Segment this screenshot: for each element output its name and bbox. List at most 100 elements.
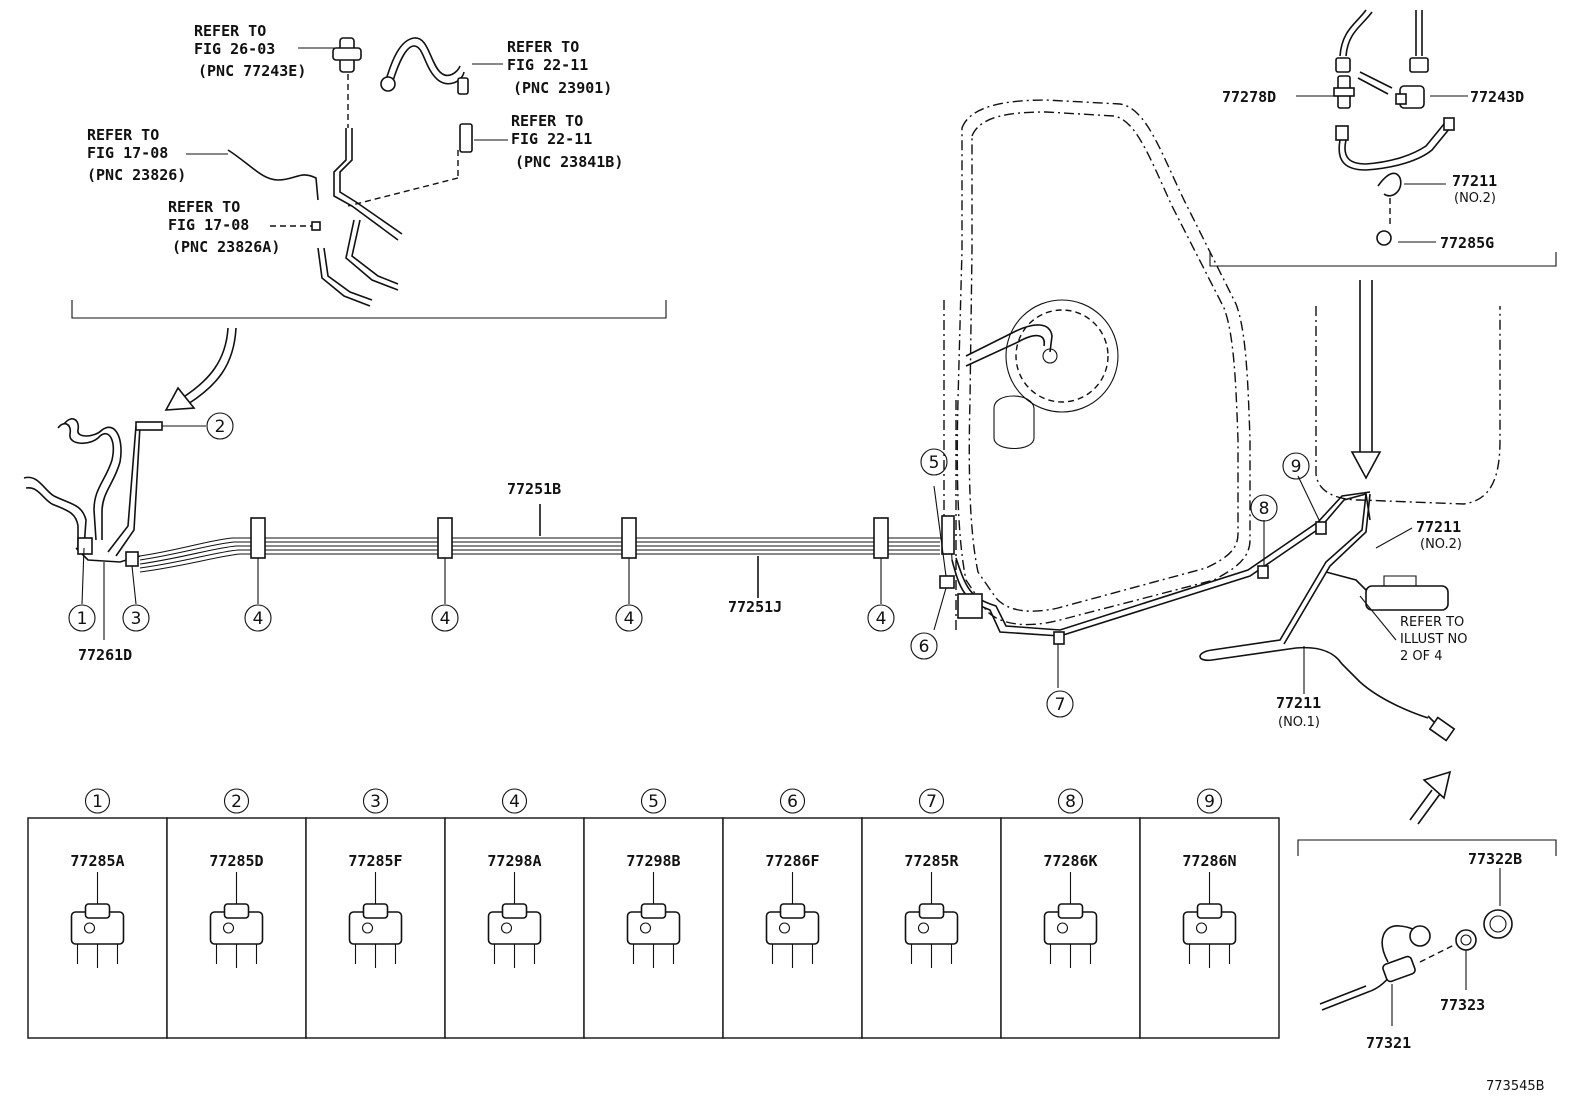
- inset-bracket: [1209, 252, 1557, 267]
- ref-22-11b-line1: REFER TO: [511, 112, 583, 130]
- clip-part-number: 77285R: [904, 852, 959, 870]
- clip-cell-7: 7 77285R: [861, 788, 1002, 1039]
- clip-cell-number: 5: [648, 792, 659, 812]
- valve-icon: [1365, 585, 1449, 611]
- callout-1-num: 1: [77, 609, 88, 629]
- callout-3: [122, 604, 150, 632]
- label-77285g: 77285G: [1440, 234, 1494, 252]
- clip-part-number: 77286K: [1043, 852, 1097, 870]
- ref-26-03-line2: FIG 26-03: [194, 40, 275, 58]
- ref-26-03-line1: REFER TO: [194, 22, 266, 40]
- label-77251j: 77251J: [728, 598, 782, 616]
- callout-2-num: 2: [215, 417, 226, 437]
- clip-cell-number: 4: [509, 792, 520, 812]
- label-77211-no2-sub: (NO.2): [1420, 537, 1462, 552]
- clip-cell-number: 2: [231, 792, 242, 812]
- clamp-block: [437, 517, 453, 559]
- sensor-icon: [1428, 716, 1456, 742]
- ref-17-08b-line1: REFER TO: [168, 198, 240, 216]
- clip-icon: [1376, 230, 1392, 246]
- clip-icon: [487, 903, 542, 968]
- clip-icon: [904, 903, 959, 968]
- label-77251b: 77251B: [507, 480, 561, 498]
- ref-22-11a-line2: FIG 22-11: [507, 56, 588, 74]
- diagram-callouts: 1 2 3 4 4 4 4 5 6 7 8 9: [68, 412, 1310, 718]
- ref-17-08b-line2: FIG 17-08: [168, 216, 249, 234]
- sensor-wire-icon: [1339, 9, 1367, 57]
- callout-2: [206, 412, 234, 440]
- figure-id: 773545B: [1486, 1079, 1545, 1094]
- callout-8: [1250, 494, 1278, 522]
- clip-parts-table: 177285A277285D377285F477298A577298B67728…: [27, 788, 1280, 1039]
- callout-6-num: 6: [919, 637, 930, 657]
- label-77278d: 77278D: [1222, 88, 1276, 106]
- clip-icon: [348, 903, 403, 968]
- pointer-arrow-icon: [181, 327, 229, 399]
- inset-top-left: REFER TO FIG 26-03 (PNC 77243E) REFER TO…: [71, 22, 667, 411]
- refer-illust-line2: ILLUST NO: [1400, 632, 1467, 647]
- pipe-icon: [1338, 127, 1451, 171]
- callout-4c: [615, 604, 643, 632]
- sensor-icon: [1382, 955, 1416, 983]
- washer-icon: [1455, 929, 1477, 951]
- clip-cell-number-circle: [640, 788, 667, 814]
- clip-icon: [765, 903, 820, 968]
- clip-cell-number-circle: [84, 788, 111, 814]
- label-77322b: 77322B: [1468, 850, 1522, 868]
- label-77211-no2-top-sub: (NO.2): [1454, 191, 1496, 206]
- clip-icon: [1043, 903, 1098, 968]
- callout-7: [1046, 690, 1074, 718]
- valve-icon: [459, 123, 473, 153]
- callout-4d: [867, 604, 895, 632]
- clip-cell-number-circle: [1057, 788, 1084, 814]
- inset-bracket: [71, 300, 667, 319]
- clip-icon: [626, 903, 681, 968]
- inset-bottom-right: 77322B 77323 77321: [1297, 839, 1557, 1052]
- label-77211-no2-top: 77211: [1452, 172, 1497, 190]
- clip-cell-5: 5 77298B: [583, 788, 724, 1039]
- clip-icon: [70, 903, 125, 968]
- label-77261d: 77261D: [78, 646, 132, 664]
- clip-part-number: 77286F: [765, 852, 819, 870]
- hose-icon: [385, 37, 461, 81]
- clip-icon: [1182, 903, 1237, 968]
- callout-4a-num: 4: [253, 609, 264, 629]
- ref-17-08a-line3: (PNC 23826): [87, 166, 186, 184]
- ref-17-08b-line3: (PNC 23826A): [172, 238, 280, 256]
- clip-cell-number: 3: [370, 792, 381, 812]
- clip-part-number: 77298B: [626, 852, 680, 870]
- refer-illust-line1: REFER TO: [1400, 615, 1464, 630]
- label-77211-no2: 77211: [1416, 518, 1461, 536]
- sensor-wire-icon: [1321, 969, 1395, 1011]
- ref-22-11a-line3: (PNC 23901): [513, 79, 612, 97]
- callout-4a: [244, 604, 272, 632]
- label-77323: 77323: [1440, 996, 1485, 1014]
- callout-5-num: 5: [929, 453, 940, 473]
- ref-22-11b-line2: FIG 22-11: [511, 130, 592, 148]
- connector-icon: [135, 421, 163, 431]
- refer-illust-line3: 2 OF 4: [1400, 649, 1443, 664]
- clip-cell-number: 6: [787, 792, 798, 812]
- clip-icon: [209, 903, 264, 968]
- clip-part-number: 77285F: [348, 852, 402, 870]
- clamp-block: [941, 515, 955, 555]
- pipe-icon: [333, 128, 399, 241]
- clamp-block: [621, 517, 637, 559]
- callout-3-num: 3: [131, 609, 142, 629]
- label-77321: 77321: [1366, 1034, 1411, 1052]
- label-77243d: 77243D: [1470, 88, 1524, 106]
- clip-cell-number-circle: [362, 788, 389, 814]
- clip-cell-number-circle: [501, 788, 528, 814]
- ref-22-11a-line1: REFER TO: [507, 38, 579, 56]
- callout-1: [68, 604, 96, 632]
- clip-cell-number: 7: [926, 792, 937, 812]
- clip-cell-number-circle: [918, 788, 945, 814]
- brake-fuel-lines: 77251B 77251J 77261D 77211 (NO.2) 77211 …: [23, 418, 1467, 825]
- up-arrow-icon: [1409, 789, 1441, 825]
- clip-cell-3: 3 77285F: [305, 788, 446, 1039]
